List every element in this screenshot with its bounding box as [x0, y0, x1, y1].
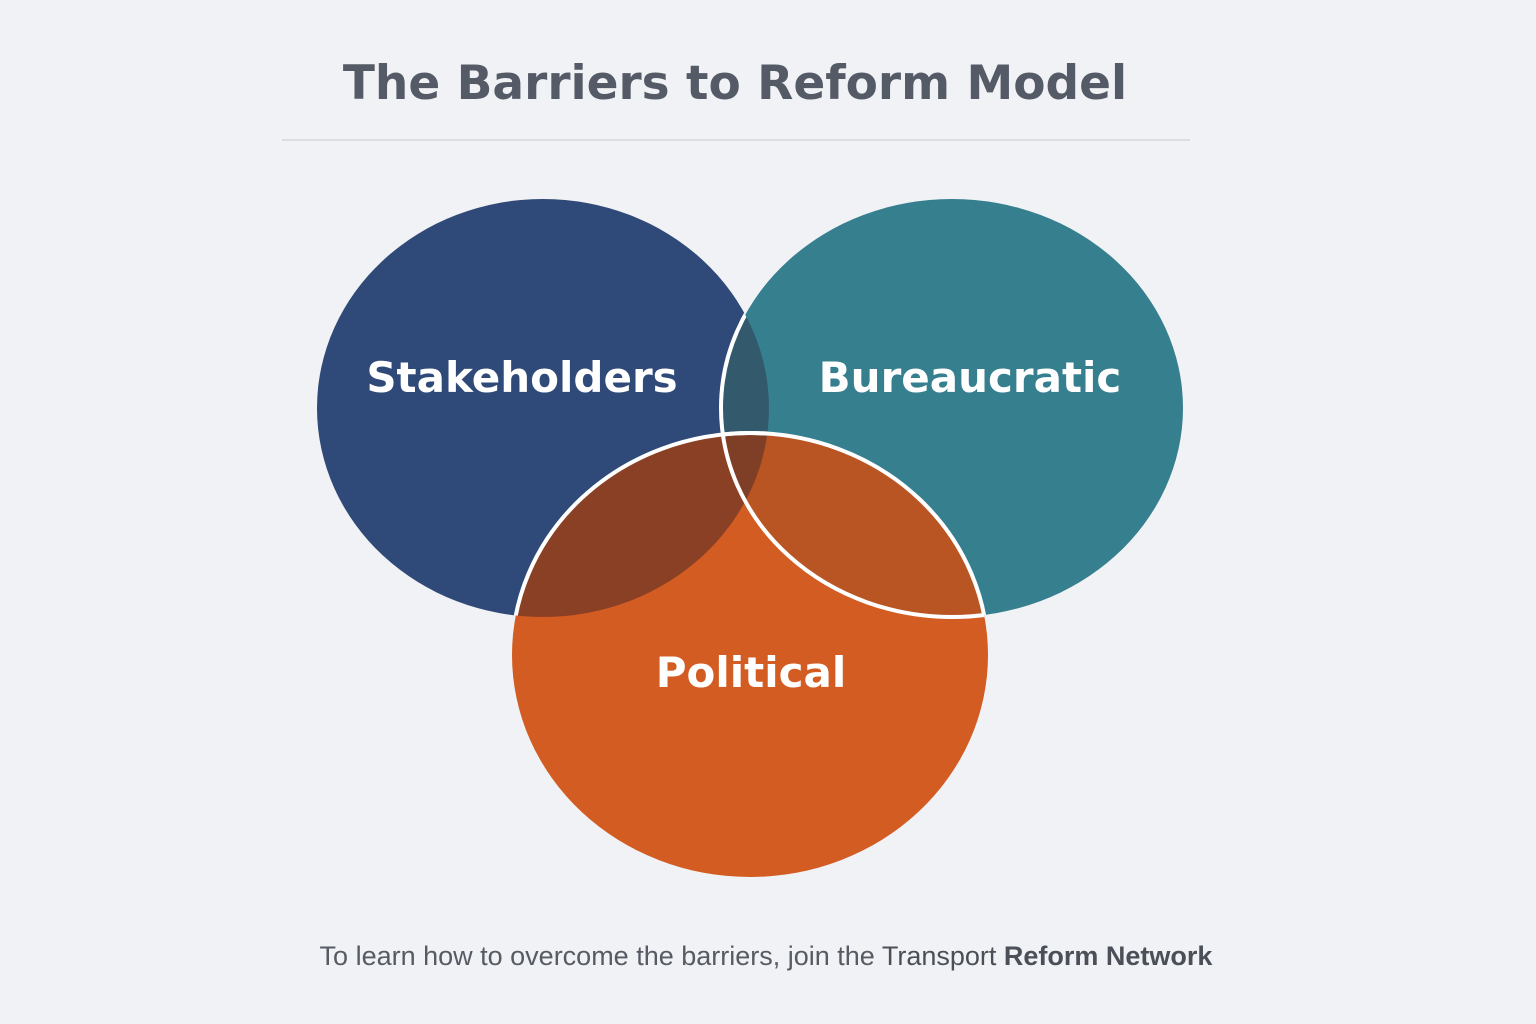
bureaucratic-outline — [719, 199, 769, 617]
footer-text: To learn how to overcome the barriers, j… — [319, 941, 882, 971]
political-outline-right — [721, 431, 990, 617]
footer-cta: To learn how to overcome the barriers, j… — [0, 941, 1532, 972]
bureaucratic-political-overlap — [721, 433, 988, 617]
bureaucratic-outline-inner — [719, 433, 988, 619]
stakeholders-label: Stakeholders — [366, 353, 677, 402]
bureaucratic-label: Bureaucratic — [819, 353, 1122, 402]
title-divider — [282, 139, 1190, 141]
page-title: The Barriers to Reform Model — [342, 56, 1128, 111]
political-label: Political — [656, 648, 847, 697]
transport-reform-network-link-part1[interactable]: Transport — [881, 941, 997, 971]
transport-reform-network-link-part2[interactable]: Reform Network — [1003, 941, 1213, 971]
stakeholders-political-overlap — [512, 433, 769, 617]
